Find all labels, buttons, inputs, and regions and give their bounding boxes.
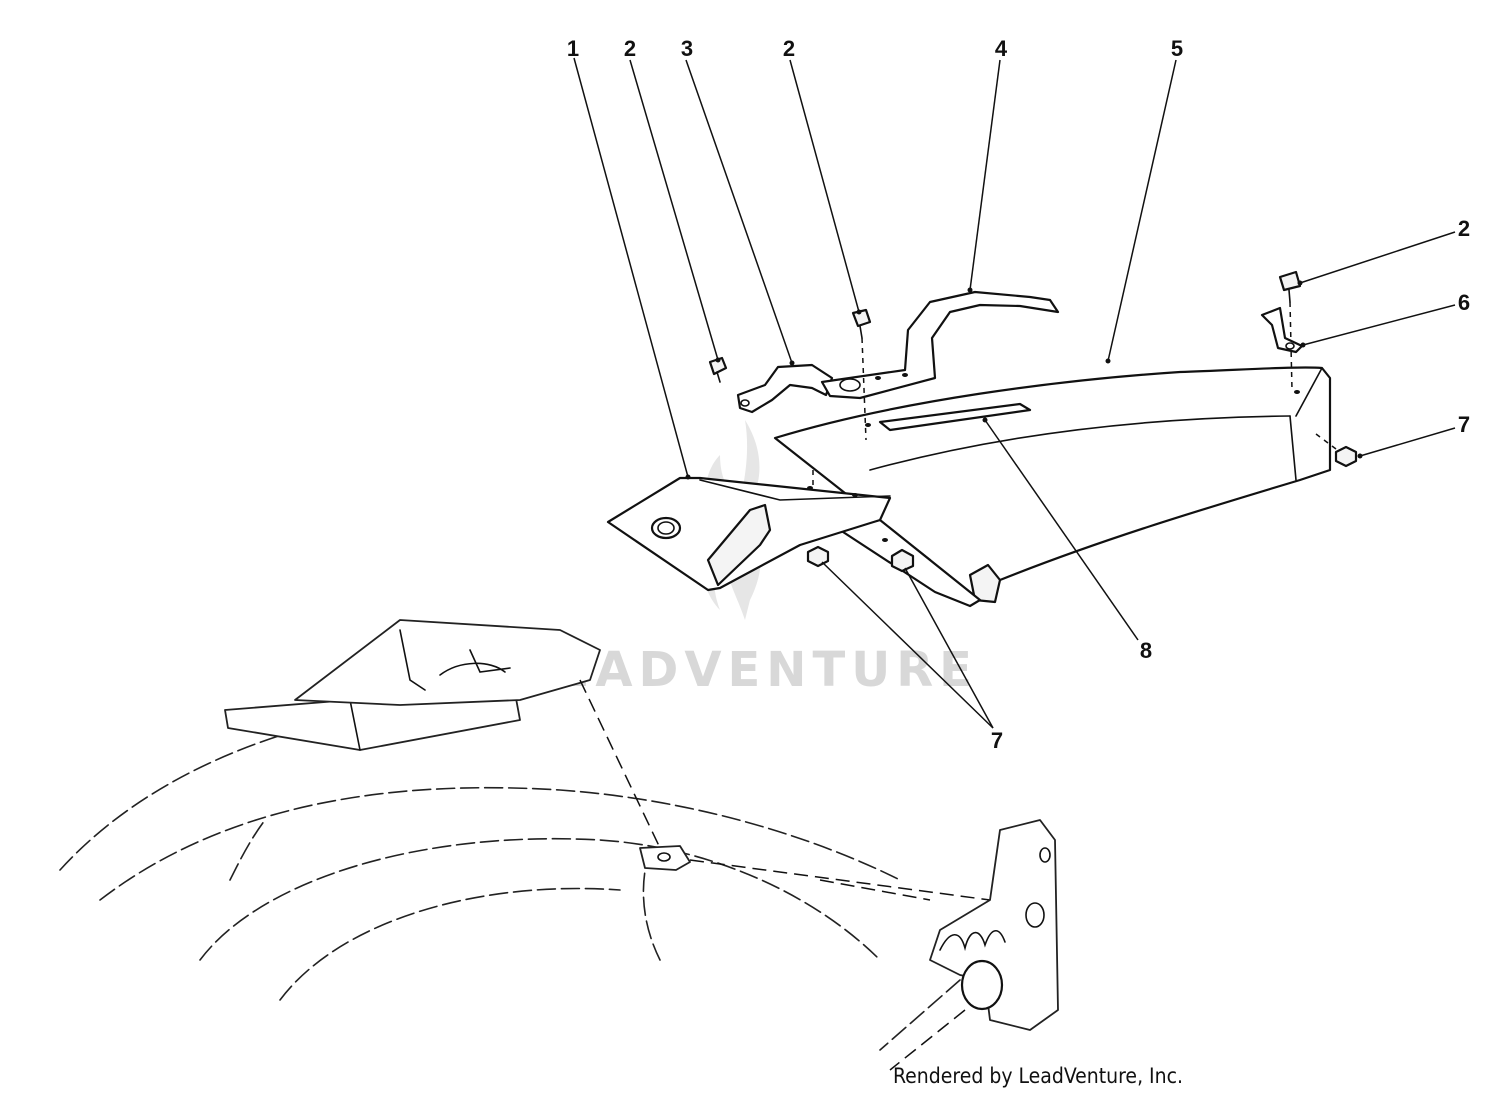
background-assembly xyxy=(59,619,1059,1071)
handle-4 xyxy=(820,290,1060,400)
callout-2-left: 2 xyxy=(624,36,636,61)
credit-text: Rendered by LeadVenture, Inc. xyxy=(893,1064,1183,1088)
callout-6: 6 xyxy=(1458,290,1470,315)
decal-plate-8 xyxy=(878,402,1032,432)
leader-lines xyxy=(573,57,1456,729)
callout-7-bottom: 7 xyxy=(991,728,1003,753)
callout-7-right: 7 xyxy=(1458,412,1470,437)
callout-1: 1 xyxy=(567,36,579,61)
callout-2-right: 2 xyxy=(1458,216,1470,241)
callout-5: 5 xyxy=(1171,36,1183,61)
deflector-plate-1 xyxy=(606,470,892,592)
callout-8: 8 xyxy=(1140,638,1152,663)
callout-2-center: 2 xyxy=(783,36,795,61)
callout-3: 3 xyxy=(681,36,693,61)
bracket-3 xyxy=(736,363,834,414)
callout-4: 4 xyxy=(995,36,1008,61)
chute-assembly xyxy=(773,366,1332,608)
callouts: 1 2 3 2 4 5 2 6 7 8 7 xyxy=(567,36,1470,753)
